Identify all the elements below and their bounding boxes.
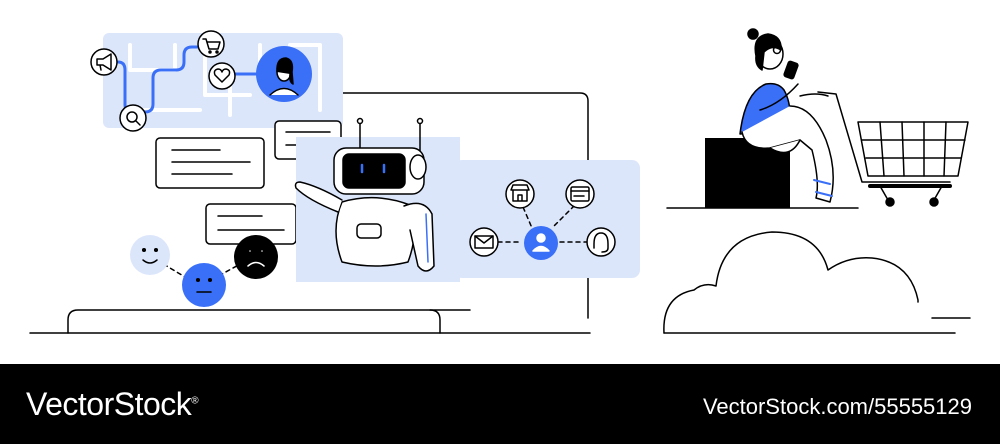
- user-icon: [524, 226, 558, 260]
- megaphone-icon: [90, 48, 118, 76]
- illustration: [29, 28, 971, 334]
- smile-face-icon: [130, 235, 170, 275]
- brand-logo: VectorStock®: [26, 386, 199, 423]
- sad-face-icon: [234, 235, 278, 279]
- registered-mark: ®: [191, 395, 199, 407]
- brand-name: VectorStock: [26, 386, 192, 422]
- cloud: [663, 231, 971, 334]
- neutral-face-icon: [182, 263, 226, 307]
- right-scene: [663, 28, 971, 334]
- shopping-cart: [817, 91, 969, 207]
- avatar: [256, 46, 312, 102]
- shopping-cart-icon: [197, 30, 225, 58]
- storefront-icon: [505, 179, 535, 209]
- support-channels-panel: [454, 160, 640, 278]
- browser-window-icon: [565, 179, 595, 209]
- image-id-url: VectorStock.com/55555129: [702, 394, 972, 419]
- chatbot-robot: [294, 117, 460, 282]
- mail-icon: [469, 227, 499, 257]
- search-icon: [119, 104, 147, 132]
- woman-shopping: [739, 28, 834, 203]
- laptop: [29, 92, 591, 334]
- chat-bubble: [155, 137, 265, 189]
- heart-icon: [208, 62, 236, 90]
- left-scene: [29, 30, 640, 334]
- footer-bar: VectorStock® VectorStock.com/55555129: [0, 364, 1000, 444]
- headset-icon: [586, 227, 616, 257]
